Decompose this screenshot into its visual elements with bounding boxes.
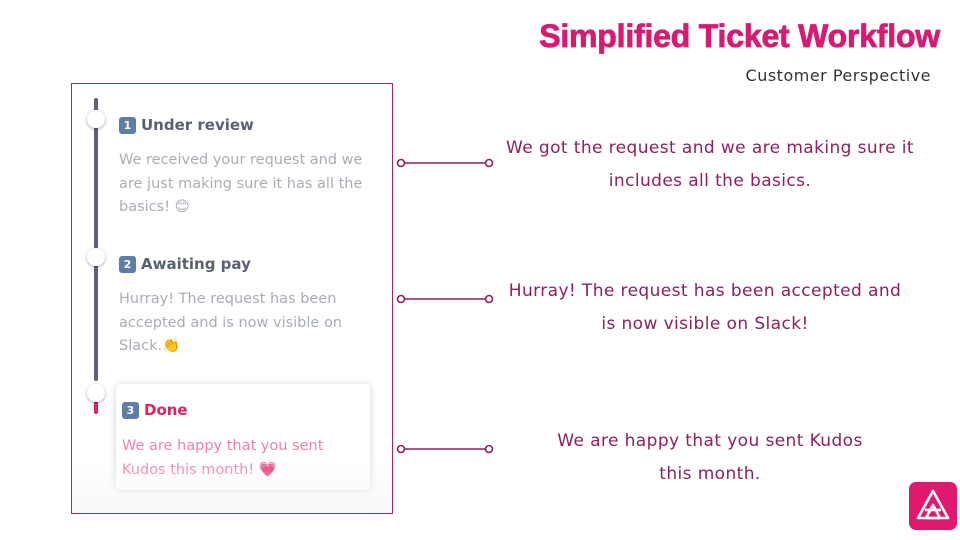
step-3-marker	[87, 384, 105, 402]
triangle-logo-icon	[909, 482, 957, 530]
step-2-title: 2 Awaiting pay	[119, 255, 251, 273]
connector-1-end-dot	[484, 158, 494, 168]
step-1-marker	[87, 110, 105, 128]
callout-done: We are happy that you sent Kudos this mo…	[557, 431, 863, 484]
timeline-track	[94, 98, 98, 381]
page-title: Simplified Ticket Workflow	[539, 18, 941, 55]
panel-fade	[72, 460, 392, 513]
step-3-label: Done	[144, 401, 188, 419]
step-3-title: 3 Done	[122, 401, 188, 419]
step-2-marker	[87, 248, 105, 266]
step-2-description: Hurray! The request has been accepted an…	[119, 291, 343, 354]
step-1-label: Under review	[141, 116, 254, 134]
connector-3-end-dot	[484, 444, 494, 454]
page-subtitle: Customer Perspective	[745, 66, 931, 85]
connector-2-end-dot	[484, 294, 494, 304]
step-3-number: 3	[122, 401, 139, 419]
step-1-description: We received your request and we are just…	[119, 152, 363, 215]
step-2-number: 2	[119, 255, 136, 273]
step-1-title: 1 Under review	[119, 116, 254, 134]
callout-awaiting-pay: Hurray! The request has been accepted an…	[508, 281, 902, 334]
connector-3-start-dot	[396, 444, 406, 454]
connector-1-start-dot	[396, 158, 406, 168]
callout-under-review: We got the request and we are making sur…	[506, 138, 914, 191]
connector-2-start-dot	[396, 294, 406, 304]
timeline-track-active	[94, 394, 98, 414]
step-1-number: 1	[119, 116, 136, 134]
step-2-label: Awaiting pay	[141, 255, 251, 273]
